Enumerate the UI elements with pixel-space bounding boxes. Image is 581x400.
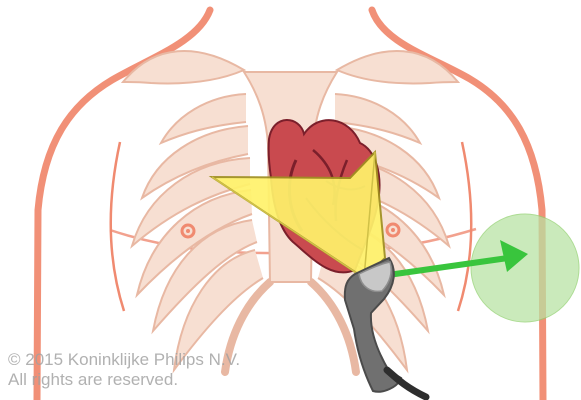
copyright-notice: © 2015 Koninklijke Philips N.V. All righ… [8,350,240,390]
copyright-line-1: © 2015 Koninklijke Philips N.V. [8,350,240,370]
copyright-line-2: All rights are reserved. [8,370,240,390]
